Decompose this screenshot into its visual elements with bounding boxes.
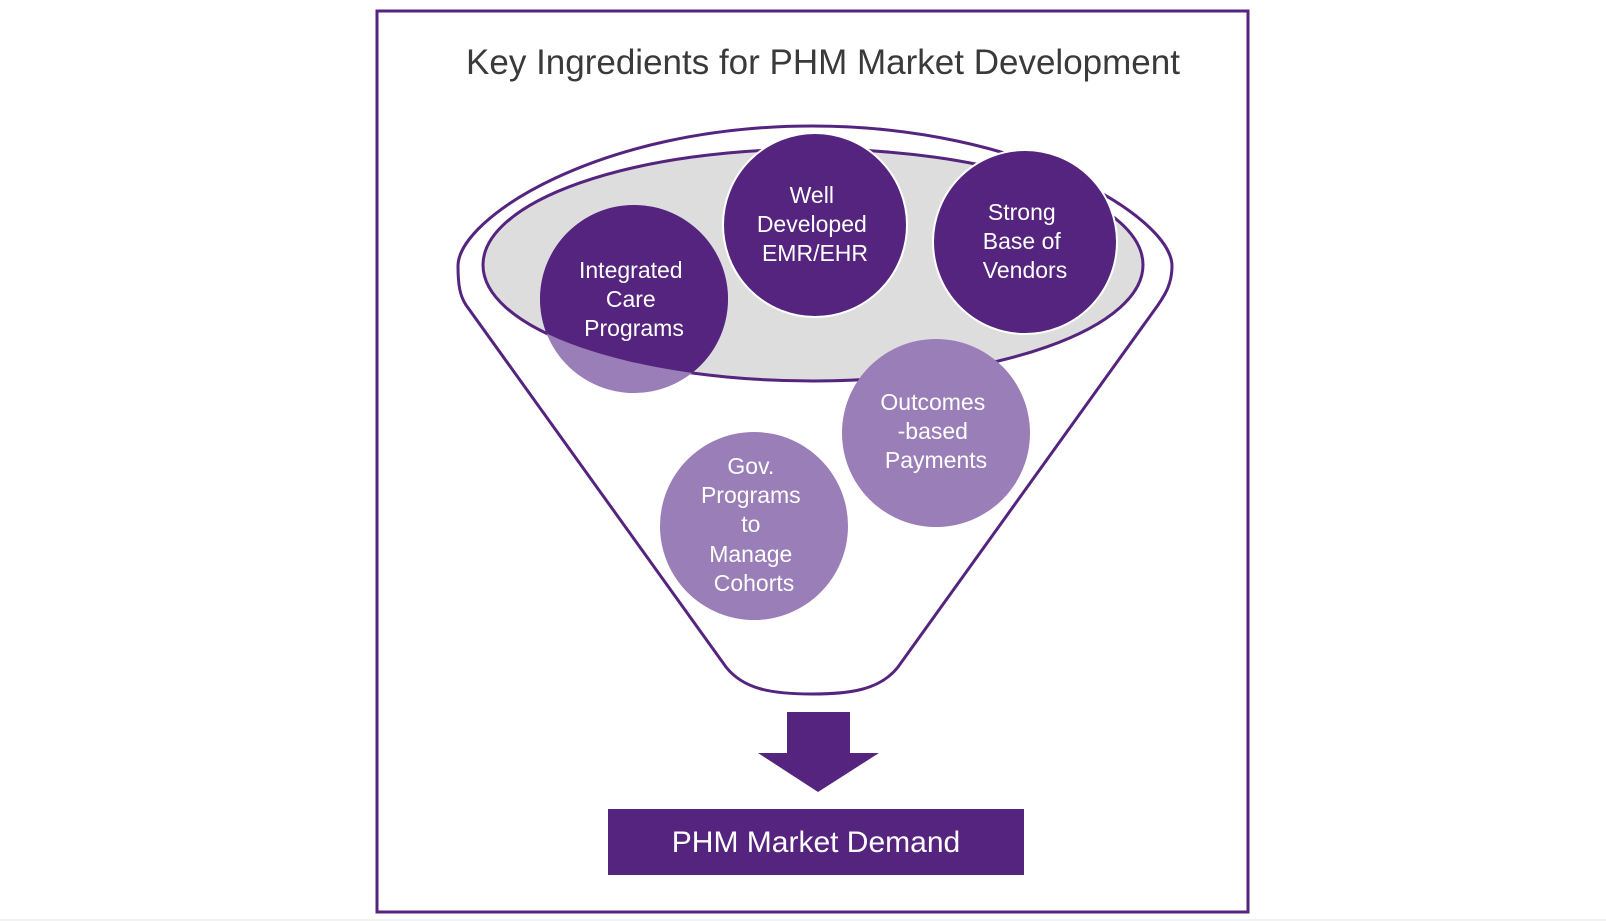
ingredient-label: Strong Base of Vendors bbox=[983, 199, 1067, 283]
ingredient-label: Well Developed EMR/EHR bbox=[757, 182, 873, 266]
ingredient-strong-base-of-vendors: Strong Base of Vendors bbox=[932, 149, 1118, 335]
label-line: Base of bbox=[983, 228, 1062, 254]
label-line: Payments bbox=[885, 447, 987, 473]
label-line: Programs bbox=[584, 315, 684, 341]
ingredient-outcomes-based-payments: Outcomes -based Payments bbox=[842, 339, 1030, 527]
label-line: Integrated bbox=[579, 257, 683, 283]
ingredient-integrated-care-programs: Integrated Care Programs bbox=[540, 205, 728, 393]
ingredient-gov-programs-to-manage-cohorts: Gov. Programs to Manage Cohorts bbox=[660, 432, 848, 620]
phm-market-demand-box: PHM Market Demand bbox=[608, 809, 1024, 875]
ingredient-label: Gov. Programs to Manage Cohorts bbox=[701, 453, 807, 596]
label-line: Care bbox=[606, 286, 656, 312]
circle-shape bbox=[842, 339, 1030, 527]
result-label: PHM Market Demand bbox=[672, 826, 960, 859]
ingredient-label: Outcomes -based Payments bbox=[880, 389, 991, 473]
label-line: Well bbox=[790, 182, 834, 208]
label-line: Programs bbox=[701, 482, 801, 508]
label-line: to bbox=[741, 511, 760, 537]
label-line: Vendors bbox=[983, 257, 1067, 283]
circle-shape bbox=[722, 132, 908, 318]
label-line: Gov. bbox=[727, 453, 774, 479]
circle-shape bbox=[660, 432, 848, 620]
label-line: -based bbox=[898, 418, 968, 444]
label-line: Strong bbox=[988, 199, 1056, 225]
result-box-shape bbox=[608, 809, 1024, 875]
label-line: EMR/EHR bbox=[762, 240, 868, 266]
diagram-title: Key Ingredients for PHM Market Developme… bbox=[466, 43, 1180, 82]
ingredient-well-developed-emr-ehr: Well Developed EMR/EHR bbox=[722, 132, 908, 318]
ingredient-label: Integrated Care Programs bbox=[579, 257, 689, 341]
circle-shape-inside-funnel bbox=[540, 205, 728, 381]
label-line: Cohorts bbox=[714, 570, 795, 596]
diagram-frame bbox=[375, 9, 1250, 914]
label-line: Outcomes bbox=[880, 389, 985, 415]
circle-shape bbox=[932, 149, 1118, 335]
label-line: Manage bbox=[709, 541, 792, 567]
down-arrow-icon bbox=[758, 712, 879, 792]
label-line: Developed bbox=[757, 211, 867, 237]
